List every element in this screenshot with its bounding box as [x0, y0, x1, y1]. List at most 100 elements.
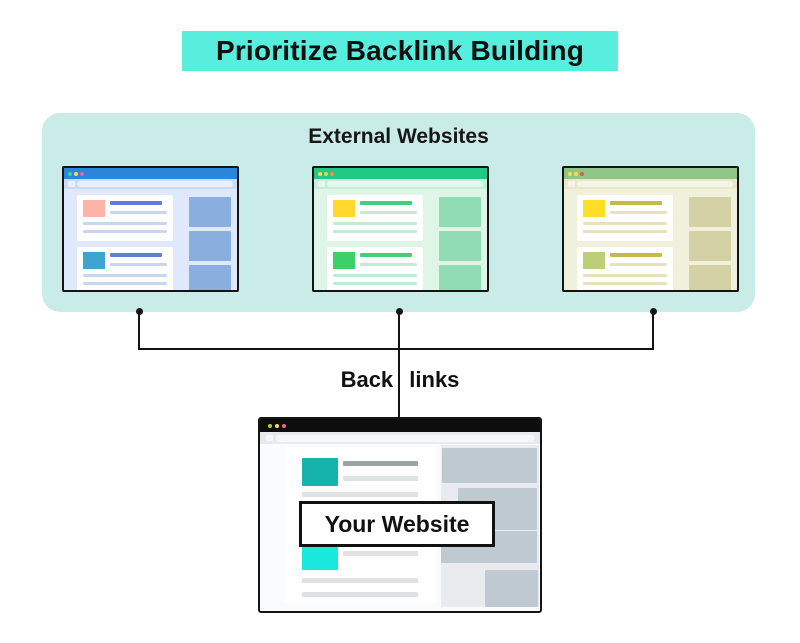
browser-content [564, 189, 737, 290]
url-field [276, 434, 534, 442]
widget-block [689, 265, 731, 290]
external-websites-label: External Websites [308, 125, 489, 148]
text-bar [110, 211, 167, 214]
article-thumbnail [302, 544, 338, 570]
text-bar [83, 230, 167, 233]
text-bar [333, 282, 417, 285]
article-thumbnail [583, 252, 605, 269]
article-feed [77, 195, 173, 290]
browser-addressbar [564, 179, 737, 189]
text-bar [333, 274, 417, 277]
widget-block [689, 197, 731, 227]
article-thumbnail [302, 458, 338, 486]
article-thumbnail [333, 200, 355, 217]
browser-content [64, 189, 237, 290]
browser-titlebar [260, 419, 540, 432]
text-bar [333, 230, 417, 233]
headline-bar [610, 253, 663, 257]
article-feed [327, 195, 423, 290]
url-field [327, 181, 483, 187]
widget-block [439, 231, 481, 261]
window-dot-icon [580, 171, 584, 176]
widget-block [439, 265, 481, 290]
text-bar [583, 222, 667, 225]
browser-titlebar [64, 168, 237, 179]
menu-icon [266, 435, 273, 441]
widget-block [189, 231, 231, 261]
article-card [77, 247, 173, 290]
window-dot-icon [275, 423, 279, 428]
text-bar [610, 263, 667, 266]
article-card [327, 195, 423, 241]
text-bar [583, 282, 667, 285]
window-dot-icon [282, 423, 286, 428]
widget-block [485, 570, 538, 607]
window-dot-icon [268, 423, 272, 428]
headline-bar [343, 461, 418, 466]
your-website-label: Your Website [324, 510, 470, 537]
text-bar [360, 263, 417, 266]
text-bar [583, 274, 667, 277]
widget-block [442, 448, 537, 483]
window-dot-icon [574, 171, 578, 176]
text-bar [83, 274, 167, 277]
article-card [577, 247, 673, 290]
url-field [77, 181, 233, 187]
window-dot-icon [68, 171, 72, 176]
text-bar [302, 492, 418, 497]
menu-icon [68, 181, 75, 187]
window-dot-icon [568, 171, 572, 176]
text-bar [343, 551, 418, 556]
article-thumbnail [83, 252, 105, 269]
external-website-browser-3 [562, 166, 739, 292]
browser-addressbar [314, 179, 487, 189]
text-bar [83, 222, 167, 225]
text-bar [333, 222, 417, 225]
title-highlight: Prioritize Backlink Building [182, 31, 618, 71]
connector-line-right [652, 311, 654, 350]
article-thumbnail [333, 252, 355, 269]
article-card [77, 195, 173, 241]
text-bar [343, 476, 418, 481]
article-thumbnail [83, 200, 105, 217]
text-bar [302, 578, 418, 583]
menu-icon [568, 181, 575, 187]
sidebar-widgets [439, 195, 481, 290]
text-bar [360, 211, 417, 214]
external-website-browser-2 [312, 166, 489, 292]
text-bar [110, 263, 167, 266]
browser-titlebar [314, 168, 487, 179]
widget-block [439, 197, 481, 227]
headline-bar [360, 201, 413, 205]
headline-bar [360, 253, 413, 257]
external-website-browser-1 [62, 166, 239, 292]
text-bar [583, 230, 667, 233]
connector-line-horizontal [138, 348, 654, 350]
browser-addressbar [64, 179, 237, 189]
widget-block [189, 197, 231, 227]
widget-block [189, 265, 231, 290]
text-bar [610, 211, 667, 214]
backlinks-label: Back links [340, 367, 460, 392]
sidebar-widgets [689, 195, 731, 290]
widget-block [689, 231, 731, 261]
menu-icon [318, 181, 325, 187]
headline-bar [110, 253, 163, 257]
article-thumbnail [583, 200, 605, 217]
article-card [577, 195, 673, 241]
your-website-label-box: Your Website [299, 501, 495, 547]
window-dot-icon [80, 171, 84, 176]
window-dot-icon [74, 171, 78, 176]
page-title: Prioritize Backlink Building [215, 35, 585, 66]
window-dot-icon [324, 171, 328, 176]
headline-bar [610, 201, 663, 205]
sidebar-widgets [189, 195, 231, 290]
article-feed [577, 195, 673, 290]
url-field [577, 181, 733, 187]
window-dot-icon [318, 171, 322, 176]
text-bar [83, 282, 167, 285]
browser-addressbar [260, 432, 540, 444]
browser-content [314, 189, 487, 290]
connector-line-left [138, 311, 140, 350]
